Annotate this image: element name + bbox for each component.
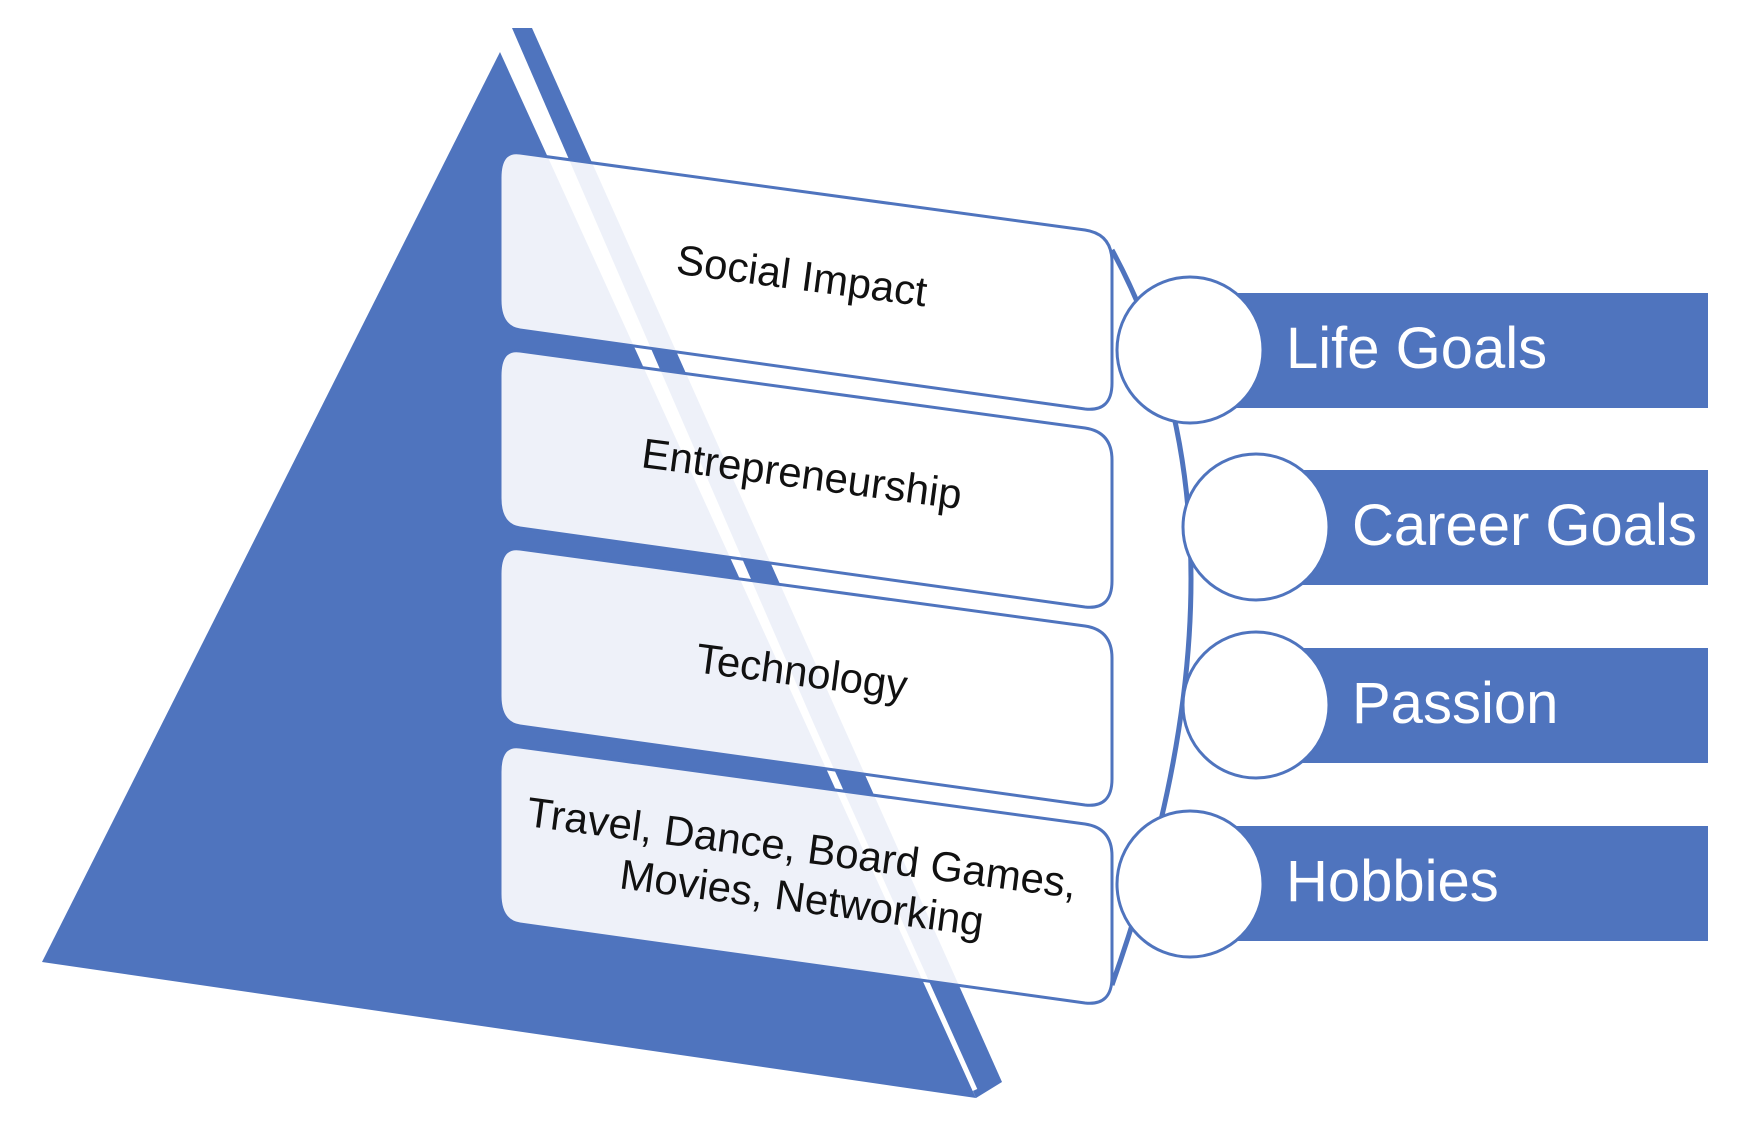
category-bar-career-goals: Career Goals — [1300, 470, 1708, 585]
circle-marker — [1115, 809, 1265, 959]
pyramid-level-cards: Social Impact Entrepreneurship Technolog… — [498, 151, 1114, 1005]
level-card-social-impact: Social Impact — [498, 151, 1114, 411]
category-bar-passion: Passion — [1300, 648, 1708, 763]
circle-marker — [1115, 275, 1265, 425]
level-card-technology: Technology — [498, 547, 1114, 807]
category-circles — [1115, 275, 1331, 959]
category-bar-life-goals: Life Goals — [1234, 293, 1708, 408]
level-card-hobbies-list: Travel, Dance, Board Games, Movies, Netw… — [498, 745, 1114, 1005]
circle-marker — [1181, 452, 1331, 602]
category-bars: Life Goals Career Goals Passion Hobbies — [1234, 293, 1708, 941]
category-label: Career Goals — [1352, 493, 1697, 558]
category-label: Life Goals — [1286, 316, 1547, 381]
category-label: Passion — [1352, 671, 1558, 736]
level-card-entrepreneurship: Entrepreneurship — [498, 349, 1114, 609]
category-bar-hobbies: Hobbies — [1234, 826, 1708, 941]
category-label: Hobbies — [1286, 849, 1499, 914]
circle-marker — [1181, 630, 1331, 780]
